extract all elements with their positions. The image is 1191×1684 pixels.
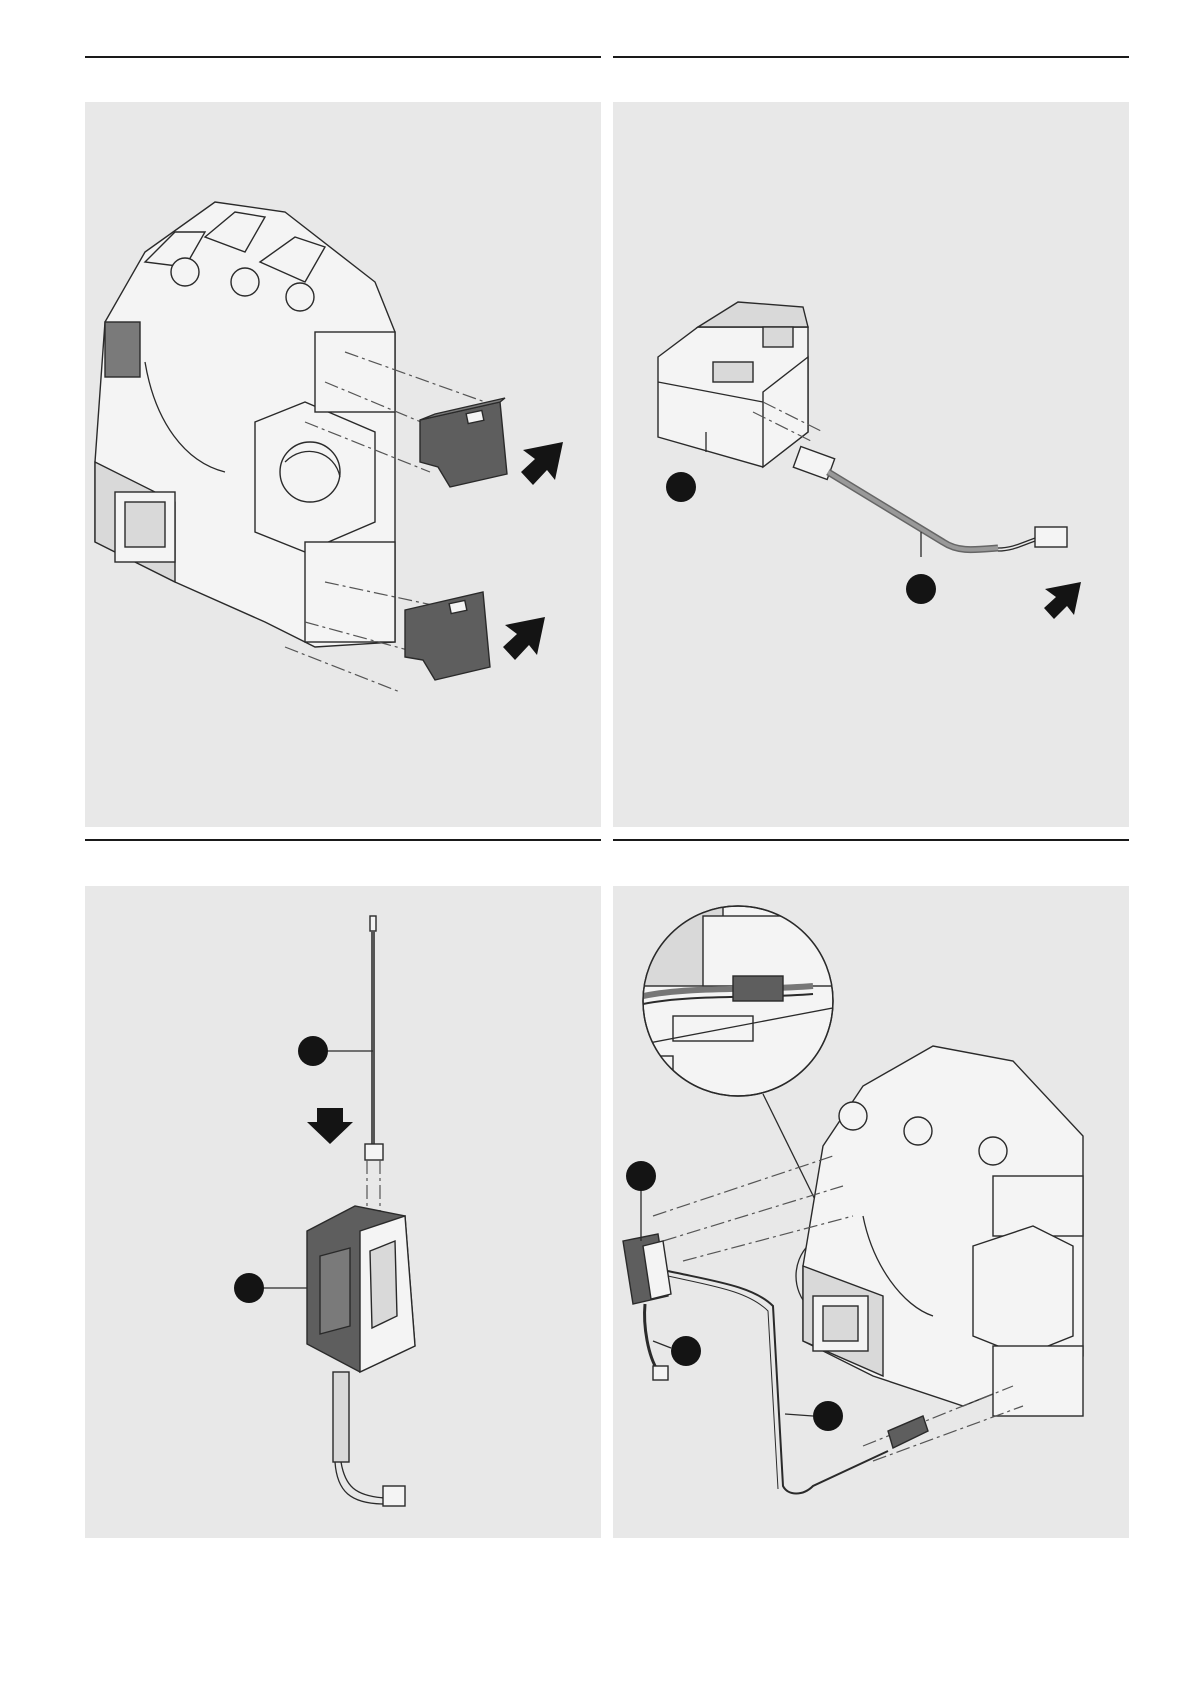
breaker-detail-illustration (613, 886, 1129, 1538)
terminal-cover-upper (420, 398, 507, 487)
breaker-illustration (85, 102, 601, 827)
callout-marker-icon (906, 574, 936, 604)
vertical-cable-illustration (85, 886, 601, 1538)
cable-connector (793, 447, 1067, 551)
small-module (623, 1234, 671, 1380)
panel-bottom-left (85, 886, 601, 1538)
module-block (658, 302, 808, 467)
top-left-rule (85, 56, 601, 58)
panel-top-left (85, 102, 601, 827)
middle-right-rule (613, 839, 1129, 841)
magnifier-detail-icon (633, 906, 843, 1096)
callout-marker-icon (666, 472, 696, 502)
middle-left-rule (85, 839, 601, 841)
top-right-rule (613, 56, 1129, 58)
insert-arrow-icon (521, 442, 563, 485)
callout-marker-icon (671, 1336, 701, 1366)
down-arrow-icon (307, 1108, 353, 1144)
callout-marker-icon (234, 1273, 264, 1303)
module-cable-illustration (613, 102, 1129, 827)
terminal-cover-lower (405, 592, 490, 680)
panel-bottom-right (613, 886, 1129, 1538)
insert-arrow-icon (1044, 582, 1081, 619)
assembly-lines (367, 1160, 380, 1216)
breaker-body (803, 1046, 1083, 1416)
callout-marker-icon (298, 1036, 328, 1066)
breaker-body (95, 202, 395, 647)
insert-arrow-icon (503, 617, 545, 660)
panel-top-right (613, 102, 1129, 827)
callout-marker-icon (813, 1401, 843, 1431)
callout-marker-icon (626, 1161, 656, 1191)
module-block (307, 1206, 415, 1372)
module-cable (333, 1372, 405, 1506)
vertical-cable (365, 916, 383, 1160)
